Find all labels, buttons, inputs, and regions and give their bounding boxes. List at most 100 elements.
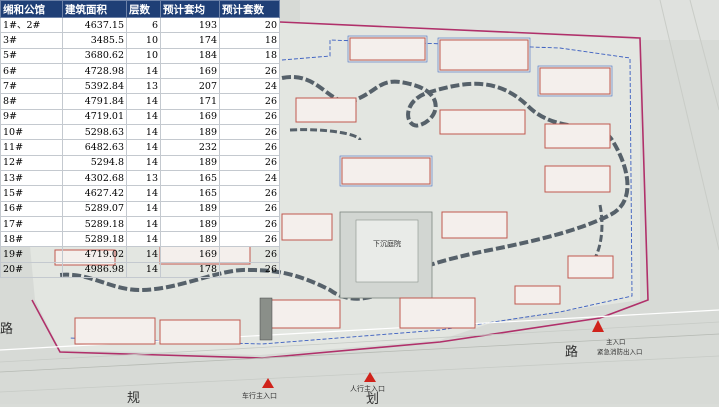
table-cell: 10 [126, 47, 161, 64]
road-char: 规 [127, 391, 141, 406]
column-header: 预计套数 [219, 0, 280, 18]
table-cell: 17# [0, 215, 63, 233]
table-cell: 5289.07 [62, 200, 127, 217]
main-entrance-label: 主入口 [606, 338, 626, 346]
table-cell: 169 [160, 108, 220, 126]
table-cell: 14 [126, 154, 161, 171]
table-cell: 9# [0, 108, 63, 126]
table-cell: 6 [126, 16, 161, 34]
table-cell: 26 [219, 62, 280, 80]
table-cell: 193 [160, 16, 220, 34]
table-cell: 12# [0, 154, 63, 171]
table-cell: 5289.18 [62, 231, 127, 248]
table-cell: 26 [219, 108, 280, 126]
road-char: 路 [0, 322, 14, 337]
table-cell: 14 [126, 62, 161, 80]
column-header: 建筑面积 [62, 0, 127, 18]
table-cell: 4791.84 [62, 93, 127, 110]
table-cell: 232 [160, 139, 220, 156]
table-cell: 18 [219, 32, 280, 49]
table-cell: 13 [126, 78, 161, 95]
entrance-arrows [262, 320, 604, 388]
table-cell: 189 [160, 231, 220, 248]
column-header: 层数 [126, 0, 161, 18]
table-cell: 24 [219, 78, 280, 95]
table-cell: 15# [0, 185, 63, 202]
table-cell: 20 [219, 16, 280, 34]
table-cell: 14 [126, 139, 161, 156]
table-cell: 4719.01 [62, 108, 127, 126]
table-cell: 10 [126, 32, 161, 49]
table-cell: 8# [0, 93, 63, 110]
table-cell: 171 [160, 93, 220, 110]
table-cell: 165 [160, 185, 220, 202]
table-cell: 5294.8 [62, 154, 127, 171]
table-cell: 4627.42 [62, 185, 127, 202]
table-cell: 18 [219, 47, 280, 64]
sunken-court [339, 211, 433, 299]
table-cell: 189 [160, 215, 220, 233]
table-cell: 4719.02 [62, 246, 127, 263]
table-cell: 14 [126, 124, 161, 141]
table-cell: 19# [0, 246, 63, 263]
table-cell: 26 [219, 93, 280, 110]
table-cell: 18# [0, 231, 63, 248]
table-cell: 26 [219, 139, 280, 156]
table-cell: 207 [160, 78, 220, 95]
table-cell: 14 [126, 261, 161, 279]
table-cell: 26 [219, 185, 280, 202]
buildings [54, 37, 614, 345]
table-cell: 169 [160, 246, 220, 263]
table-cell: 14 [126, 108, 161, 126]
table-cell: 24 [219, 169, 280, 187]
table-cell: 26 [219, 246, 280, 263]
column-header: 缃和公馆 [0, 0, 63, 18]
table-cell: 6482.63 [62, 139, 127, 156]
table-header-row: 缃和公馆 建筑面积 层数 预计套均 预计套数 [0, 0, 280, 18]
table-cell: 26 [219, 154, 280, 171]
table-cell: 20# [0, 261, 63, 279]
table-cell: 11# [0, 139, 63, 156]
table-cell: 26 [219, 261, 280, 279]
table-cell: 5392.84 [62, 78, 127, 95]
table-cell: 3# [0, 32, 63, 49]
table-cell: 26 [219, 200, 280, 217]
table-cell: 189 [160, 154, 220, 171]
table-cell: 4986.98 [62, 261, 127, 279]
table-cell: 14 [126, 231, 161, 248]
table-cell: 14 [126, 93, 161, 110]
table-cell: 5# [0, 47, 63, 64]
road-char: 划 [366, 392, 380, 407]
table-cell: 189 [160, 200, 220, 217]
column-header: 预计套均 [160, 0, 220, 18]
table-cell: 14 [126, 246, 161, 263]
table-cell: 13# [0, 169, 63, 187]
table-cell: 10# [0, 124, 63, 141]
table-cell: 14 [126, 215, 161, 233]
table-cell: 14 [126, 200, 161, 217]
table-cell: 6# [0, 62, 63, 80]
sunken-court-label: 下沉庭院 [373, 240, 401, 248]
table-cell: 16# [0, 200, 63, 217]
table-cell: 178 [160, 261, 220, 279]
table-cell: 5289.18 [62, 215, 127, 233]
pedestrian-entrance-label: 人行主入口 [350, 385, 385, 393]
table-cell: 3680.62 [62, 47, 127, 64]
table-cell: 1#、2# [0, 16, 63, 34]
